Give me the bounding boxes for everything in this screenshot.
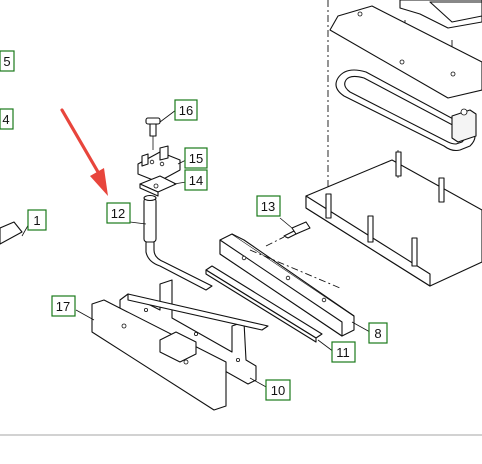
callout-16-label: 16	[179, 103, 193, 118]
left-edge-fragment	[0, 221, 23, 245]
callout-15: 15	[184, 147, 208, 169]
callout-5: 5	[0, 50, 15, 72]
callout-8: 8	[368, 322, 388, 344]
callout-15-label: 15	[189, 151, 203, 166]
callout-5-label: 5	[3, 54, 10, 69]
bracket-10-drawing	[119, 279, 269, 385]
callout-11: 11	[331, 341, 356, 363]
bottom-divider	[0, 434, 482, 436]
channel-8-drawing	[219, 233, 355, 337]
bracket-15-drawing	[137, 145, 181, 183]
callout-1-label: 1	[33, 213, 40, 228]
callout-14: 14	[184, 169, 208, 191]
leader-lines	[21, 109, 371, 389]
callout-13-label: 13	[261, 199, 275, 214]
callout-1: 1	[27, 209, 47, 231]
callout-8-label: 8	[374, 326, 381, 341]
plate-17-drawing	[91, 299, 227, 411]
strip-11-drawing	[205, 265, 323, 343]
callout-13: 13	[256, 195, 281, 217]
callout-11-label: 11	[336, 345, 350, 360]
page-bottom-strip	[0, 436, 482, 464]
callout-4-label: 4	[2, 112, 9, 127]
callout-12: 12	[106, 202, 131, 224]
callout-17: 17	[51, 295, 76, 317]
upper-cover-assembly	[305, 0, 482, 287]
stud-bolts	[325, 150, 445, 267]
highlight-arrow	[60, 108, 108, 196]
callout-10: 10	[265, 379, 291, 401]
callout-16: 16	[174, 99, 198, 121]
callout-10-label: 10	[271, 383, 285, 398]
callout-12-label: 12	[111, 206, 125, 221]
rod-12-drawing	[143, 194, 213, 291]
callout-14-label: 14	[189, 173, 203, 188]
callout-4: 4	[0, 108, 14, 130]
nut-plate-14-drawing	[139, 175, 177, 197]
screw-16-drawing	[145, 117, 161, 150]
callout-17-label: 17	[56, 299, 70, 314]
bolt-13-drawing	[265, 221, 311, 247]
